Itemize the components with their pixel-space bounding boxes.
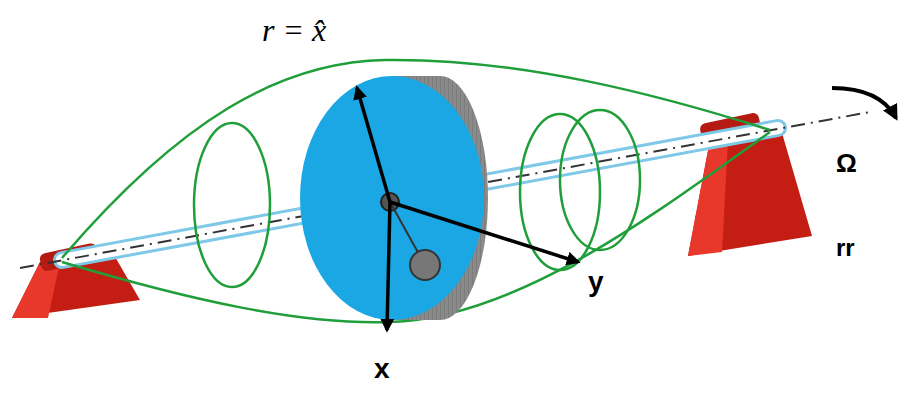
mode-shape-envelope: [62, 60, 770, 322]
speed-symbol: Ω: [836, 150, 857, 176]
axis-label: y: [588, 268, 604, 296]
vector-label: r = x̂: [262, 14, 326, 46]
coordinate-axes: [357, 88, 578, 330]
axis-label: x: [374, 355, 390, 383]
rotation-arrow: [832, 88, 896, 118]
cropped-text: rr: [836, 236, 855, 260]
disk: [300, 76, 488, 320]
unbalance-mass: [390, 202, 440, 280]
